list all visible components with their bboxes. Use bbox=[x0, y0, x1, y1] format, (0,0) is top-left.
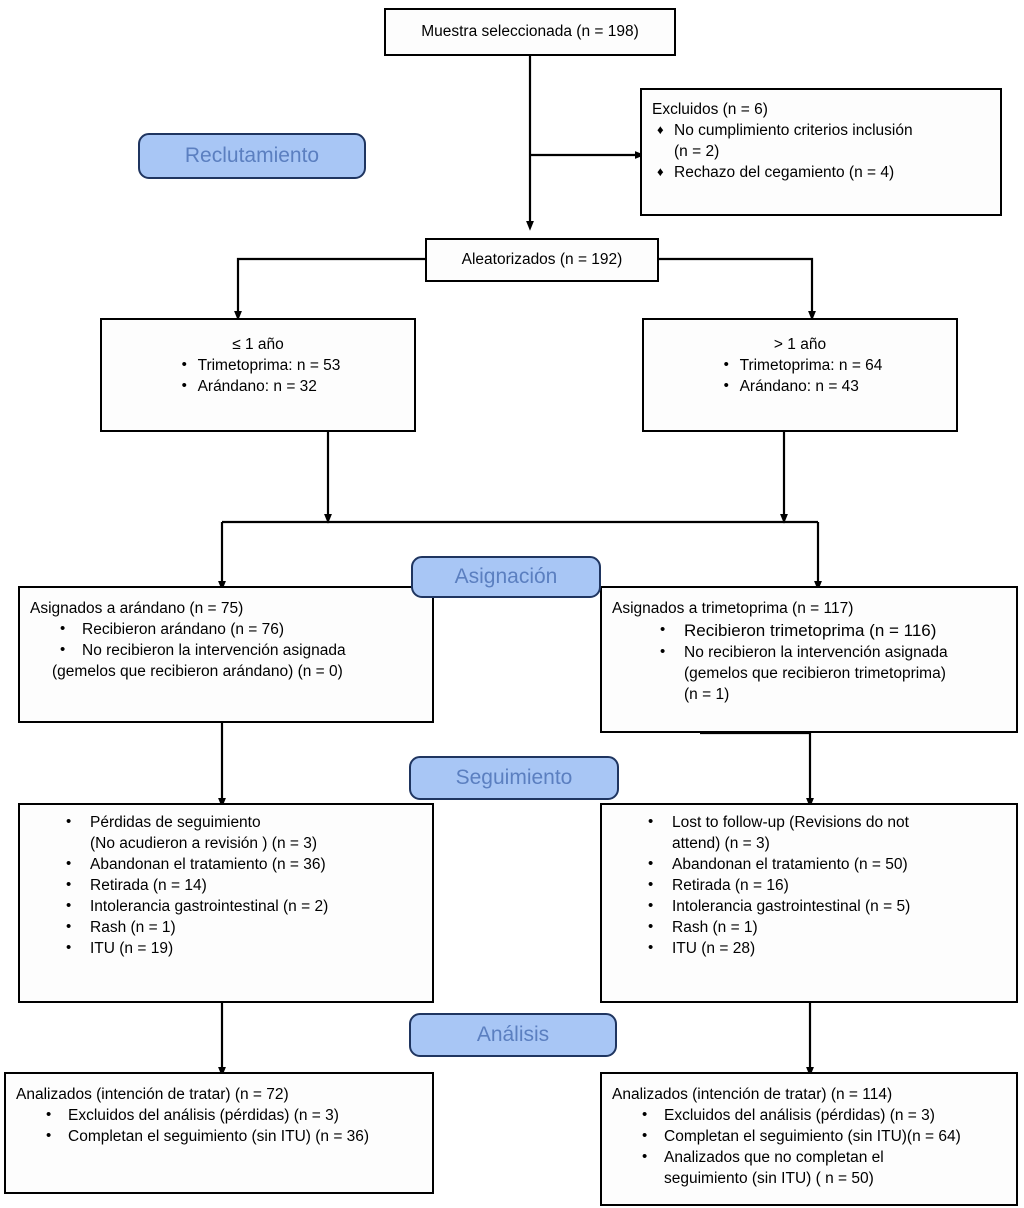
list-item: Retirada (n = 14) bbox=[30, 874, 422, 896]
selected-sample-title: Muestra seleccionada (n = 198) bbox=[421, 23, 639, 40]
randomized-title: Aleatorizados (n = 192) bbox=[461, 251, 623, 268]
followup-cranberry-item1-line2: (No acudieron a revisión ) (n = 3) bbox=[90, 835, 318, 852]
list-item: Rash (n = 1) bbox=[612, 916, 1006, 938]
box-allocation-trimethoprim: Asignados a trimetoprima (n = 117) Recib… bbox=[600, 586, 1018, 733]
list-item: Recibieron arándano (n = 76) bbox=[30, 618, 422, 640]
stage-analysis-text: Análisis bbox=[476, 1023, 550, 1046]
edge-randomized-to-age-le1 bbox=[234, 257, 425, 321]
box-analysis-trimethoprim: Analizados (intención de tratar) (n = 11… bbox=[600, 1072, 1018, 1206]
age-le1-title: ≤ 1 año bbox=[232, 336, 284, 353]
list-item: Excluidos del análisis (pérdidas) (n = 3… bbox=[612, 1104, 1006, 1126]
box-excluded: Excluidos (n = 6) No cumplimiento criter… bbox=[640, 88, 1002, 216]
list-item: Rechazo del cegamiento (n = 4) bbox=[652, 161, 990, 183]
excluded-item1-line1: No cumplimiento criterios inclusión bbox=[674, 122, 913, 139]
list-item: Intolerancia gastrointestinal (n = 5) bbox=[612, 895, 1006, 917]
list-item: Recibieron trimetoprima (n = 116) bbox=[612, 618, 1006, 642]
stage-allocation-text: Asignación bbox=[454, 565, 558, 588]
alloc-cranberry-item2-line1: No recibieron la intervención asignada bbox=[82, 642, 346, 659]
list-item: Retirada (n = 16) bbox=[612, 874, 1006, 896]
box-followup-cranberry: Pérdidas de seguimiento (No acudieron a … bbox=[18, 803, 434, 1003]
box-age-group-gt1: > 1 año Trimetoprima: n = 64 Arándano: n… bbox=[642, 318, 958, 432]
box-randomized: Aleatorizados (n = 192) bbox=[425, 238, 659, 282]
alloc-trimethoprim-item2-line3: (n = 1) bbox=[684, 686, 730, 703]
edge-randomized-to-age-gt1 bbox=[659, 257, 816, 321]
list-item: Completan el seguimiento (sin ITU)(n = 6… bbox=[612, 1125, 1006, 1147]
followup-trimethoprim-list: Lost to follow-up (Revisions do not atte… bbox=[612, 811, 1006, 959]
age-gt1-list: Trimetoprima: n = 64 Arándano: n = 43 bbox=[718, 354, 883, 397]
box-analysis-cranberry: Analizados (intención de tratar) (n = 72… bbox=[4, 1072, 434, 1194]
list-item: Abandonan el tratamiento (n = 36) bbox=[30, 853, 422, 875]
list-item: Trimetoprima: n = 53 bbox=[176, 354, 341, 376]
age-gt1-title: > 1 año bbox=[773, 336, 827, 353]
list-item: Excluidos del análisis (pérdidas) (n = 3… bbox=[16, 1104, 422, 1126]
analysis-trimethoprim-list: Excluidos del análisis (pérdidas) (n = 3… bbox=[612, 1104, 1006, 1189]
analysis-trimethoprim-item3-line2: seguimiento (sin ITU) ( n = 50) bbox=[664, 1170, 874, 1187]
list-item: Analizados que no completan el seguimien… bbox=[612, 1146, 1006, 1189]
list-item: Intolerancia gastrointestinal (n = 2) bbox=[30, 895, 422, 917]
followup-cranberry-item1-line1: Pérdidas de seguimiento bbox=[90, 814, 261, 831]
list-item: Rash (n = 1) bbox=[30, 916, 422, 938]
list-item: Pérdidas de seguimiento (No acudieron a … bbox=[30, 811, 422, 854]
analysis-cranberry-title: Analizados (intención de tratar) (n = 72… bbox=[16, 1086, 289, 1103]
list-item: No recibieron la intervención asignada (… bbox=[30, 639, 422, 682]
list-item: ITU (n = 19) bbox=[30, 937, 422, 959]
stage-label-followup: Seguimiento bbox=[409, 756, 619, 800]
alloc-cranberry-item2-line2: (gemelos que recibieron arándano) (n = 0… bbox=[52, 663, 343, 680]
edge-alloc-trimethoprim-to-followup bbox=[700, 731, 814, 808]
box-selected-sample: Muestra seleccionada (n = 198) bbox=[384, 8, 676, 56]
list-item: ITU (n = 28) bbox=[612, 937, 1006, 959]
followup-trimethoprim-item1-line2: attend) (n = 3) bbox=[672, 835, 770, 852]
stage-label-analysis: Análisis bbox=[409, 1013, 617, 1057]
list-item: Arándano: n = 32 bbox=[176, 375, 341, 397]
box-allocation-cranberry: Asignados a arándano (n = 75) Recibieron… bbox=[18, 586, 434, 723]
followup-trimethoprim-item1-line1: Lost to follow-up (Revisions do not bbox=[672, 814, 909, 831]
list-item: Trimetoprima: n = 64 bbox=[718, 354, 883, 376]
followup-cranberry-list: Pérdidas de seguimiento (No acudieron a … bbox=[30, 811, 422, 959]
alloc-trimethoprim-list: Recibieron trimetoprima (n = 116) No rec… bbox=[612, 618, 1006, 705]
analysis-trimethoprim-title: Analizados (intención de tratar) (n = 11… bbox=[612, 1086, 893, 1103]
excluded-list: No cumplimiento criterios inclusión (n =… bbox=[652, 119, 990, 183]
box-age-group-le1: ≤ 1 año Trimetoprima: n = 53 Arándano: n… bbox=[100, 318, 416, 432]
list-item: No cumplimiento criterios inclusión (n =… bbox=[652, 119, 990, 162]
alloc-trimethoprim-title: Asignados a trimetoprima (n = 117) bbox=[612, 600, 854, 617]
alloc-trimethoprim-item2-line1: No recibieron la intervención asignada bbox=[684, 644, 948, 661]
list-item: Abandonan el tratamiento (n = 50) bbox=[612, 853, 1006, 875]
box-followup-trimethoprim: Lost to follow-up (Revisions do not atte… bbox=[600, 803, 1018, 1003]
list-item: Lost to follow-up (Revisions do not atte… bbox=[612, 811, 1006, 854]
stage-label-allocation: Asignación bbox=[411, 556, 601, 598]
stage-label-recruitment: Reclutamiento bbox=[138, 133, 366, 179]
alloc-cranberry-list: Recibieron arándano (n = 76) No recibier… bbox=[30, 618, 422, 682]
list-item: Completan el seguimiento (sin ITU) (n = … bbox=[16, 1125, 422, 1147]
excluded-title: Excluidos (n = 6) bbox=[652, 101, 768, 118]
alloc-cranberry-title: Asignados a arándano (n = 75) bbox=[30, 600, 244, 617]
stage-recruitment-text: Reclutamiento bbox=[184, 144, 320, 167]
age-le1-list: Trimetoprima: n = 53 Arándano: n = 32 bbox=[176, 354, 341, 397]
analysis-cranberry-list: Excluidos del análisis (pérdidas) (n = 3… bbox=[16, 1104, 422, 1147]
alloc-trimethoprim-item2-line2: (gemelos que recibieron trimetoprima) bbox=[684, 665, 946, 682]
stage-followup-text: Seguimiento bbox=[455, 766, 573, 789]
excluded-item1-line2: (n = 2) bbox=[674, 143, 720, 160]
analysis-trimethoprim-item3-line1: Analizados que no completan el bbox=[664, 1149, 884, 1166]
list-item: No recibieron la intervención asignada (… bbox=[612, 641, 1006, 705]
list-item: Arándano: n = 43 bbox=[718, 375, 883, 397]
